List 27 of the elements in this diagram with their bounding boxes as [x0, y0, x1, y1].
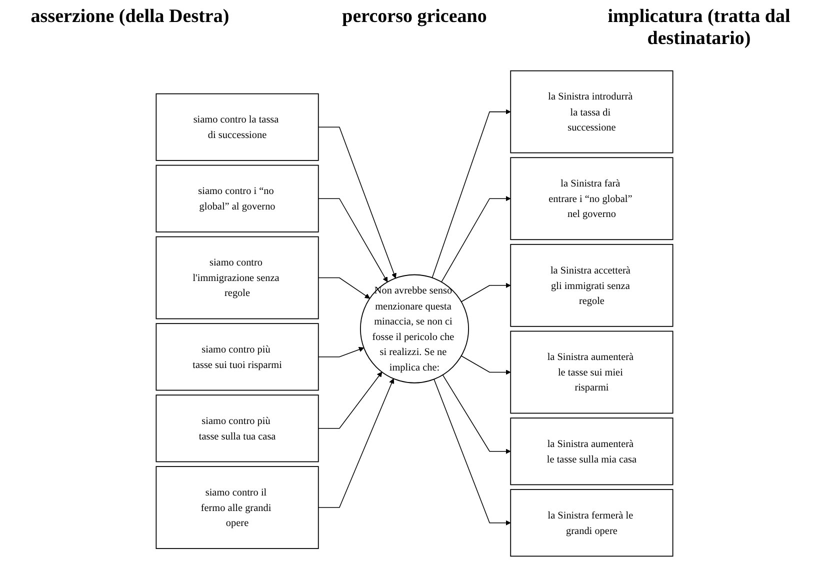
arrow — [442, 374, 511, 454]
arrow — [460, 282, 511, 302]
node-box: siamo contro l'immigrazione senza regole — [156, 236, 319, 320]
arrow — [434, 378, 511, 526]
column-heading: asserzione (della Destra) — [30, 6, 230, 29]
arrow — [318, 372, 382, 429]
column-heading: implicatura (tratta dal destinatario) — [606, 6, 792, 51]
node-box: siamo contro più tasse sulla tua casa — [156, 394, 319, 462]
node-box: la Sinistra farà entrare i “no global” nel governo — [510, 157, 674, 240]
node-box: la Sinistra aumenterà le tasse sui miei risparmi — [510, 330, 674, 414]
arrow — [318, 277, 370, 299]
node-box: siamo contro i “no global” al governo — [156, 164, 319, 232]
node-box: siamo contro più tasse sui tuoi risparmi — [156, 323, 319, 391]
node-box: la Sinistra fermerà le grandi opere — [510, 489, 674, 557]
arrow — [318, 378, 394, 508]
arrow — [318, 198, 388, 282]
node-box: la Sinistra accetterà gli immigrati senza regole — [510, 244, 674, 327]
node-box: la Sinistra introdurrà la tassa di successione — [510, 70, 674, 154]
arrow — [432, 109, 511, 278]
node-box: siamo contro la tassa di successione — [156, 93, 319, 161]
arrow — [441, 196, 511, 282]
arrow — [318, 126, 396, 278]
column-heading: percorso griceano — [341, 6, 488, 29]
arrow — [460, 355, 511, 375]
arrow — [318, 346, 364, 358]
node-box: siamo contro il fermo alle grandi opere — [156, 466, 319, 549]
node-box: la Sinistra aumenterà le tasse sulla mia casa — [510, 418, 674, 486]
